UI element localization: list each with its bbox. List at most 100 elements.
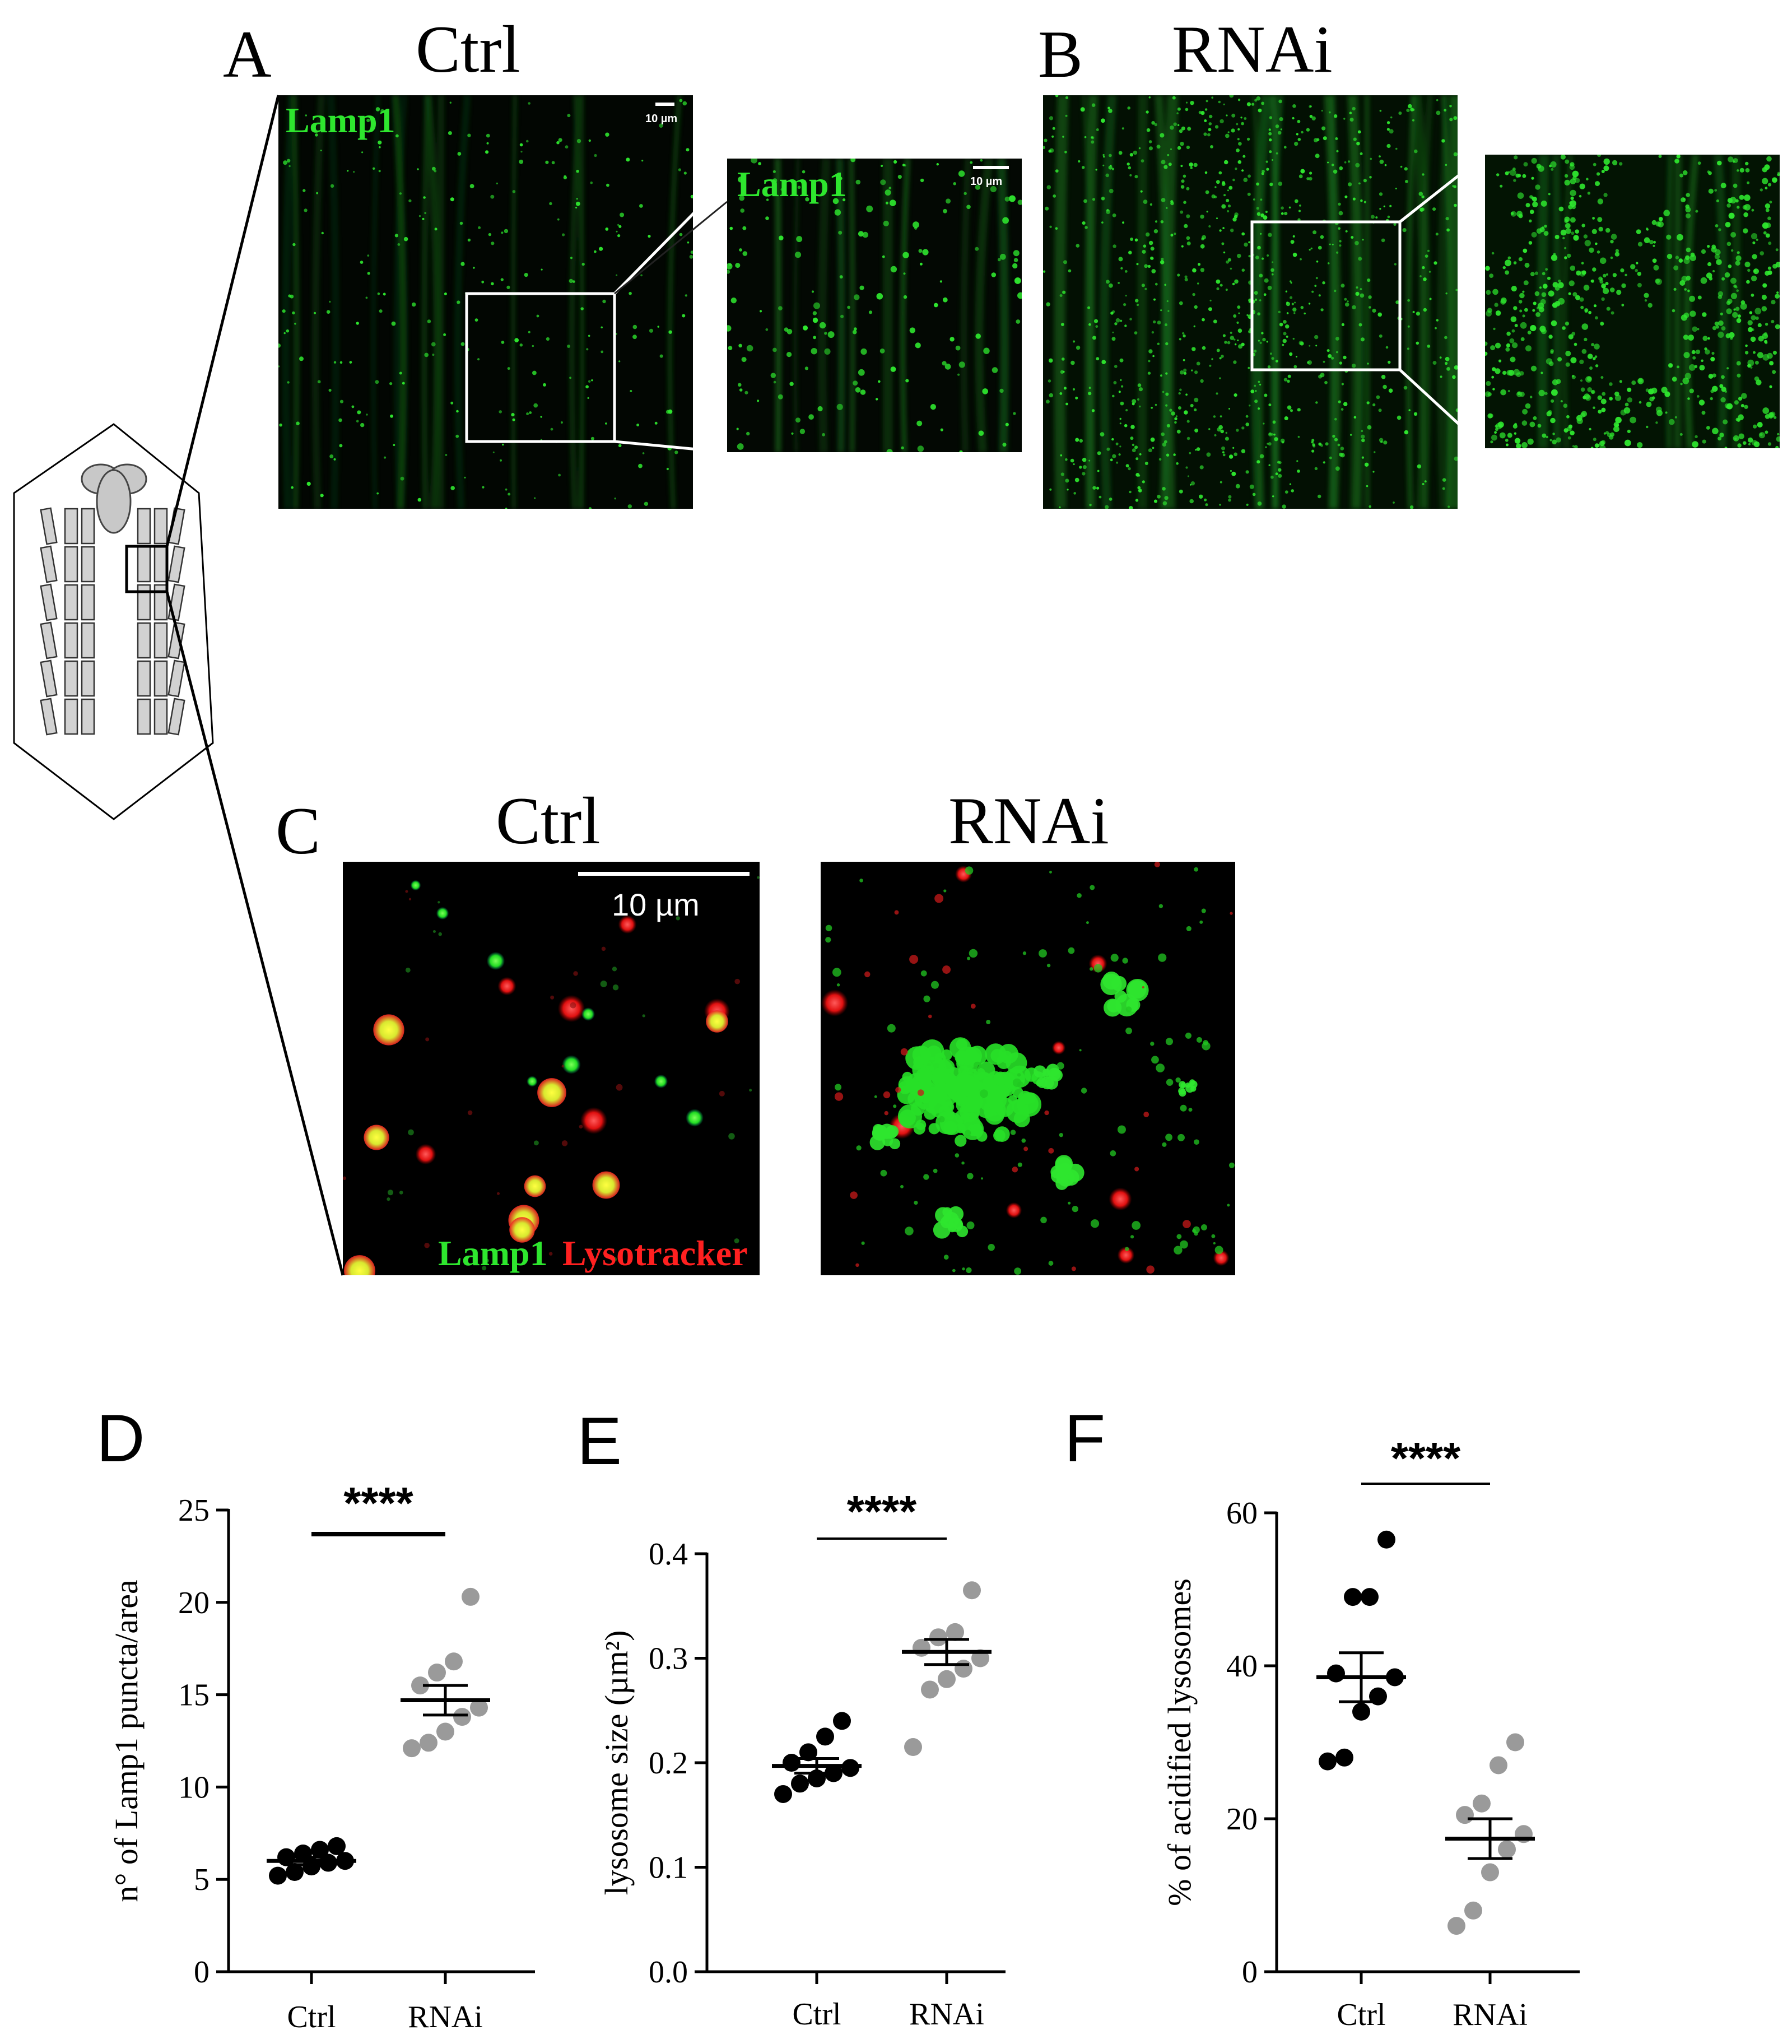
small-punctum	[1040, 1216, 1047, 1224]
punctum	[1175, 415, 1178, 417]
punctum	[1275, 360, 1278, 363]
punctum	[1403, 385, 1408, 390]
punctum	[1259, 383, 1262, 386]
punctum	[1652, 258, 1657, 263]
punctum	[1743, 212, 1748, 217]
punctum	[975, 247, 979, 251]
punctum	[1208, 428, 1211, 430]
punctum	[1290, 280, 1292, 282]
punctum	[917, 445, 924, 452]
punctum	[1524, 308, 1528, 312]
punctum	[1148, 349, 1153, 354]
punctum	[397, 243, 401, 246]
lamp1-aggregate	[935, 1083, 949, 1097]
small-punctum	[1046, 963, 1051, 968]
punctum	[1570, 430, 1575, 435]
punctum	[1129, 506, 1133, 509]
punctum	[1315, 401, 1318, 404]
punctum	[803, 325, 808, 331]
punctum	[1454, 203, 1457, 207]
punctum	[378, 140, 382, 145]
punctum	[1506, 331, 1511, 336]
punctum	[347, 170, 349, 172]
punctum	[403, 236, 408, 241]
punctum	[1292, 235, 1295, 238]
punctum	[1211, 96, 1213, 99]
punctum	[1174, 233, 1176, 235]
data-point	[913, 1638, 930, 1657]
punctum	[339, 399, 344, 403]
punctum	[1565, 350, 1571, 356]
punctum	[990, 185, 997, 193]
punctum	[1339, 166, 1343, 170]
punctum	[1170, 234, 1174, 236]
punctum	[1724, 447, 1728, 448]
small-punctum	[1150, 1042, 1155, 1046]
punctum	[901, 446, 904, 449]
small-punctum	[834, 1092, 844, 1101]
punctum	[1534, 271, 1538, 275]
punctum	[1556, 379, 1561, 384]
punctum	[1222, 453, 1226, 457]
punctum	[1726, 367, 1729, 370]
punctum	[1048, 358, 1053, 363]
punctum	[1065, 96, 1069, 99]
punctum	[394, 234, 399, 238]
punctum	[811, 348, 817, 355]
fiber-texture	[292, 95, 298, 509]
punctum	[1436, 99, 1439, 101]
punctum	[1757, 323, 1762, 328]
punctum	[1506, 443, 1509, 447]
punctum	[1181, 179, 1185, 183]
punctum	[1180, 142, 1184, 146]
punctum	[375, 380, 379, 384]
punctum	[1419, 275, 1422, 277]
punctum	[1615, 249, 1619, 253]
small-punctum	[1143, 1112, 1149, 1117]
punctum	[1235, 168, 1237, 170]
punctum	[1429, 298, 1432, 300]
punctum	[1237, 305, 1241, 309]
punctum	[1598, 226, 1603, 232]
small-punctum	[1017, 1073, 1021, 1077]
punctum	[1151, 331, 1155, 334]
punctum	[1300, 169, 1305, 174]
punctum	[1379, 109, 1382, 112]
punctum	[1082, 221, 1086, 225]
punctum	[1075, 396, 1078, 399]
punctum	[1150, 247, 1155, 251]
punctum	[796, 236, 803, 243]
punctum	[1002, 217, 1009, 224]
punctum	[1614, 394, 1622, 401]
punctum	[469, 184, 474, 189]
punctum	[1091, 140, 1095, 144]
punctum	[1492, 289, 1498, 295]
punctum	[1376, 395, 1380, 399]
punctum	[1299, 205, 1301, 207]
small-punctum	[961, 1161, 965, 1165]
punctum	[1695, 435, 1698, 438]
dim-punctum	[408, 1129, 414, 1136]
punctum	[1228, 454, 1234, 459]
punctum	[1324, 380, 1328, 384]
fiber-texture	[424, 95, 441, 509]
punctum	[1083, 199, 1087, 203]
punctum	[1059, 506, 1061, 509]
small-punctum	[1177, 1134, 1185, 1141]
punctum	[1045, 206, 1049, 211]
punctum	[314, 312, 316, 314]
punctum	[1173, 122, 1177, 126]
punctum	[377, 292, 380, 295]
punctum	[957, 373, 960, 376]
punctum	[1111, 438, 1114, 441]
small-punctum	[1110, 1150, 1116, 1156]
punctum	[1172, 96, 1176, 100]
punctum	[1591, 229, 1597, 234]
small-punctum	[861, 1241, 865, 1245]
panel-c-rnai-image	[821, 862, 1235, 1275]
punctum	[590, 436, 594, 440]
punctum	[1296, 133, 1298, 136]
punctum	[876, 398, 878, 401]
punctum	[852, 329, 857, 335]
punctum	[804, 366, 808, 370]
